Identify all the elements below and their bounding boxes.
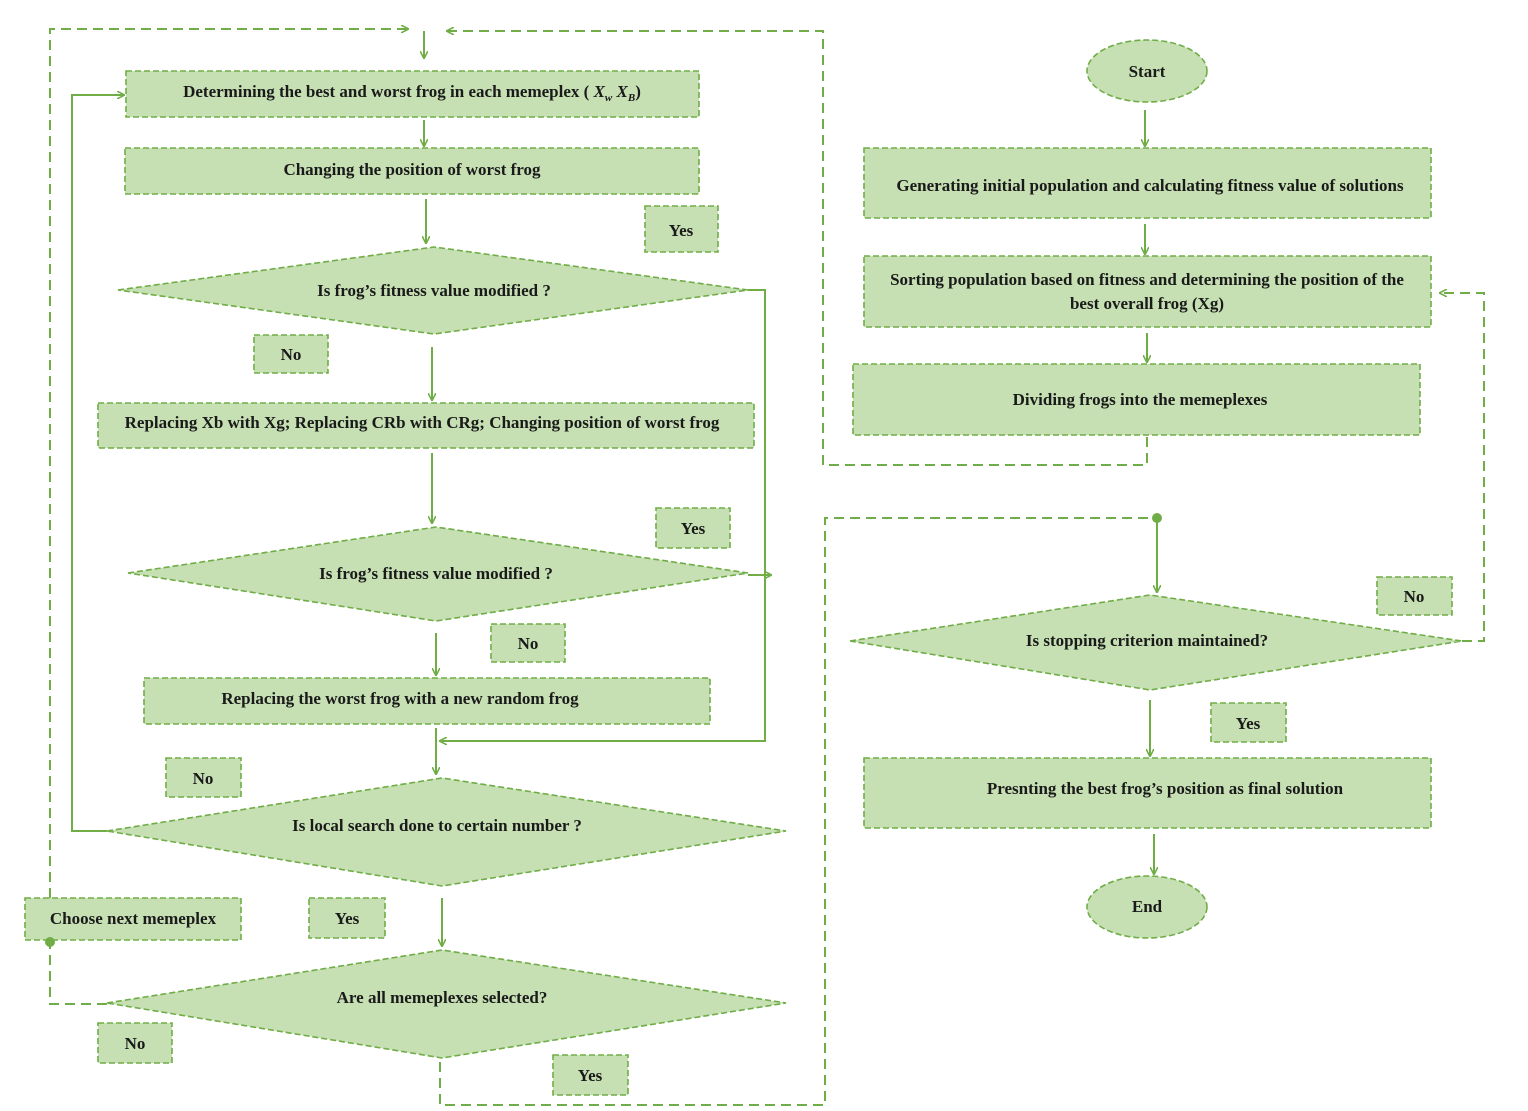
- start-node: Start: [1086, 39, 1208, 103]
- svg-text:No: No: [125, 1034, 146, 1053]
- present-solution-box: Presnting the best frog’s position as fi…: [863, 757, 1432, 829]
- svg-text:Determining the best and worst: Determining the best and worst frog in e…: [183, 82, 641, 105]
- svg-text:Is local search done to certai: Is local search done to certain number ?: [292, 816, 582, 835]
- local-search-decision: Is local search done to certain number ?: [106, 777, 787, 887]
- svg-text:Yes: Yes: [335, 909, 360, 928]
- replace-xb-box: Replacing Xb with Xg; Replacing CRb with…: [97, 402, 755, 449]
- choose-next-memeplex-box: Choose next memeplex: [24, 897, 242, 941]
- svg-text:Sorting population based on fi: Sorting population based on fitness and …: [890, 270, 1404, 289]
- no-label-2: No: [490, 623, 566, 663]
- fitness-check-decision-2: Is frog’s fitness value modified ?: [127, 526, 749, 622]
- svg-text:Is stopping criterion maintain: Is stopping criterion maintained?: [1026, 631, 1268, 650]
- svg-text:Choose next memeplex: Choose next memeplex: [50, 909, 217, 928]
- fitness-check-decision-1: Is frog’s fitness value modified ?: [117, 246, 749, 335]
- end-node: End: [1086, 875, 1208, 939]
- svg-text:Generating initial population: Generating initial population and calcul…: [896, 176, 1404, 195]
- svg-text:No: No: [281, 345, 302, 364]
- sort-population-box: Sorting population based on fitness and …: [863, 255, 1432, 328]
- no-label-3: No: [165, 757, 242, 798]
- svg-text:Is frog’s fitness value modifi: Is frog’s fitness value modified ?: [317, 281, 551, 300]
- svg-text:End: End: [1132, 897, 1163, 916]
- svg-text:No: No: [518, 634, 539, 653]
- yes-label-4: Yes: [552, 1054, 629, 1096]
- yes-label-3: Yes: [308, 897, 386, 939]
- stop-yes-label: Yes: [1210, 702, 1287, 743]
- arrow-localsearch-no-loop: [71, 95, 124, 832]
- stopping-criterion-decision: Is stopping criterion maintained?: [849, 594, 1463, 691]
- loop-allselected-yes-exit: [439, 517, 1157, 1106]
- loop-allselected-no-choose: [49, 942, 107, 1005]
- svg-text:Replacing the worst frog with: Replacing the worst frog with a new rand…: [221, 689, 579, 708]
- no-label-1: No: [253, 334, 329, 374]
- svg-text:No: No: [193, 769, 214, 788]
- generate-population-box: Generating initial population and calcul…: [863, 147, 1432, 219]
- svg-text:Dividing frogs into the memepl: Dividing frogs into the memeplexes: [1013, 390, 1268, 409]
- change-worst-frog-box: Changing the position of worst frog: [124, 147, 700, 195]
- junction-dot-left: [45, 937, 55, 947]
- svg-text:Yes: Yes: [681, 519, 706, 538]
- svg-text:Replacing Xb with Xg; Replacin: Replacing Xb with Xg; Replacing CRb with…: [125, 413, 720, 432]
- svg-text:Yes: Yes: [1236, 714, 1261, 733]
- determine-best-worst-box: Determining the best and worst frog in e…: [125, 70, 700, 118]
- svg-text:Changing the position of worst: Changing the position of worst frog: [283, 160, 541, 179]
- divide-memeplexes-box: Dividing frogs into the memeplexes: [852, 363, 1421, 436]
- loop-choose-to-top: [49, 29, 408, 898]
- no-label-4: No: [97, 1022, 173, 1064]
- svg-text:Start: Start: [1129, 62, 1166, 81]
- svg-text:Yes: Yes: [578, 1066, 603, 1085]
- stop-no-label: No: [1376, 576, 1453, 616]
- loop-divide-to-local: [447, 31, 1148, 466]
- svg-text:best overall frog (Xg): best overall frog (Xg): [1070, 294, 1224, 313]
- yes-label-1: Yes: [644, 205, 719, 253]
- svg-text:No: No: [1404, 587, 1425, 606]
- svg-text:Yes: Yes: [669, 221, 694, 240]
- arrow-check1-yes-merge: [440, 289, 766, 741]
- replace-random-box: Replacing the worst frog with a new rand…: [143, 677, 711, 725]
- svg-text:Are all memeplexes selected?: Are all memeplexes selected?: [337, 988, 548, 1007]
- svg-text:Is frog’s fitness value modifi: Is frog’s fitness value modified ?: [319, 564, 553, 583]
- yes-label-2: Yes: [655, 507, 731, 549]
- svg-text:Presnting the best frog’s posi: Presnting the best frog’s position as fi…: [987, 779, 1344, 798]
- loop-stop-no-to-sort: [1440, 293, 1485, 642]
- all-memeplexes-decision: Are all memeplexes selected?: [106, 949, 787, 1059]
